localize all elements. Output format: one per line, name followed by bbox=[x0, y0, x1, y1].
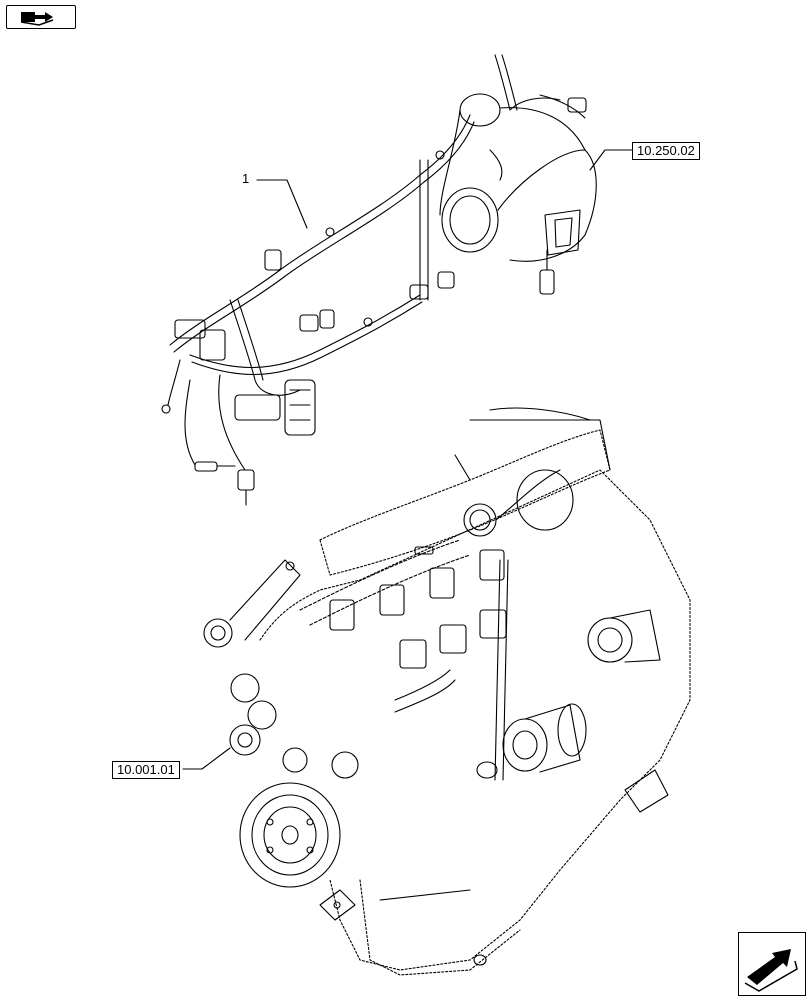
item-number-label: 1 bbox=[242, 171, 250, 186]
turbocharger bbox=[439, 93, 597, 262]
wiring-harness bbox=[161, 54, 587, 506]
leader-line-turbo bbox=[589, 149, 633, 171]
next-page-arrow-icon[interactable] bbox=[738, 932, 806, 996]
engine-reference-label[interactable]: 10.001.01 bbox=[112, 761, 180, 779]
leader-line-engine bbox=[182, 747, 231, 770]
turbo-reference-label[interactable]: 10.250.02 bbox=[632, 142, 700, 160]
engine-block bbox=[203, 407, 691, 976]
leader-line-harness bbox=[256, 179, 308, 229]
book-arrow-icon[interactable] bbox=[6, 5, 76, 29]
